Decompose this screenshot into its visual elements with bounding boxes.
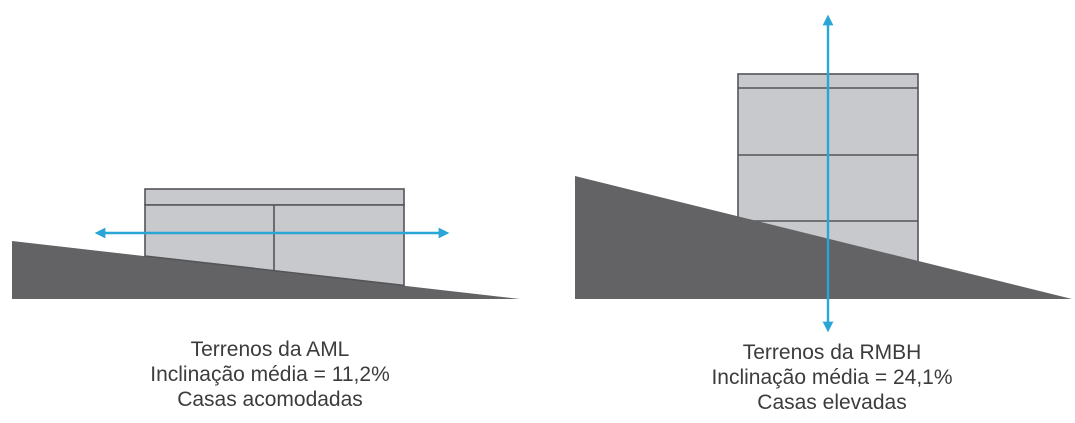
caption-aml: Terrenos da AML Inclinação média = 11,2%… <box>90 337 450 412</box>
panel-rmbh <box>575 14 1072 333</box>
panel-aml <box>12 188 520 299</box>
caption-aml-description: Casas acomodadas <box>177 388 363 411</box>
house-roof-aml <box>144 188 405 206</box>
caption-rmbh-slope: Inclinação média = 24,1% <box>711 366 953 389</box>
caption-aml-title: Terrenos da AML <box>190 338 350 361</box>
caption-aml-slope: Inclinação média = 11,2% <box>150 363 390 386</box>
caption-rmbh: Terrenos da RMBH Inclinação média = 24,1… <box>652 340 1012 415</box>
caption-rmbh-title: Terrenos da RMBH <box>742 341 922 364</box>
caption-rmbh-description: Casas elevadas <box>757 391 907 414</box>
